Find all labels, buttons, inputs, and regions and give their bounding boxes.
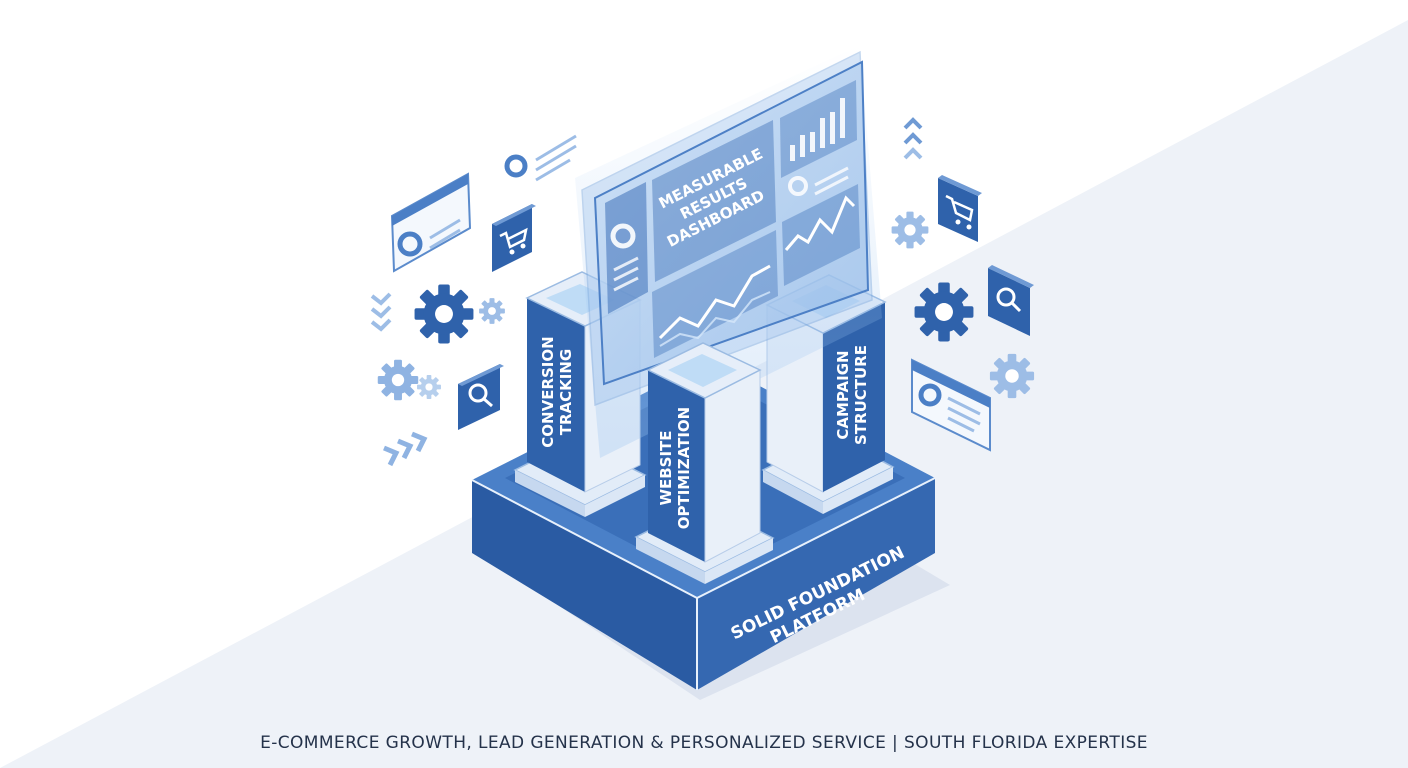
small-gear-icon — [479, 298, 505, 324]
gear-icon — [414, 284, 474, 344]
outline-gear-icon-right — [989, 353, 1035, 399]
pillar-1-label-line-2: TRACKING — [557, 349, 575, 435]
pillar-website-optimization: WEBSITE OPTIMIZATION — [634, 342, 775, 584]
cart-icon-right — [938, 175, 982, 242]
pillar-3-label-line-2: STRUCTURE — [852, 345, 870, 445]
bar-chart-icon — [790, 98, 845, 161]
small-gear-icon-right — [891, 211, 929, 249]
footer-tagline: E-COMMERCE GROWTH, LEAD GENERATION & PER… — [260, 733, 1148, 753]
pillar-2-label-line-2: OPTIMIZATION — [675, 407, 693, 530]
chevrons-down-icon — [370, 292, 392, 332]
donut-icon — [504, 134, 577, 182]
donut-chart-icon — [610, 223, 636, 249]
area-chart-icon — [784, 195, 856, 251]
line-chart-icon — [658, 264, 771, 340]
pillar-2-label-line-1: WEBSITE — [657, 430, 675, 505]
search-icon-right — [988, 265, 1034, 336]
chart-window-icon — [390, 172, 472, 273]
document-window-icon — [911, 358, 991, 452]
pillar-1-label-line-1: CONVERSION — [539, 336, 557, 447]
search-icon — [458, 364, 504, 430]
gear-icon-right — [914, 282, 974, 342]
chevrons-up-icon — [903, 117, 923, 160]
cart-icon — [492, 204, 536, 272]
outline-gears-icon — [377, 359, 441, 401]
chevrons-right-icon — [383, 431, 428, 467]
pillar-3-label-line-1: CAMPAIGN — [834, 350, 852, 439]
dashboard-screen: MEASURABLE RESULTS DASHBOARD — [575, 45, 882, 458]
